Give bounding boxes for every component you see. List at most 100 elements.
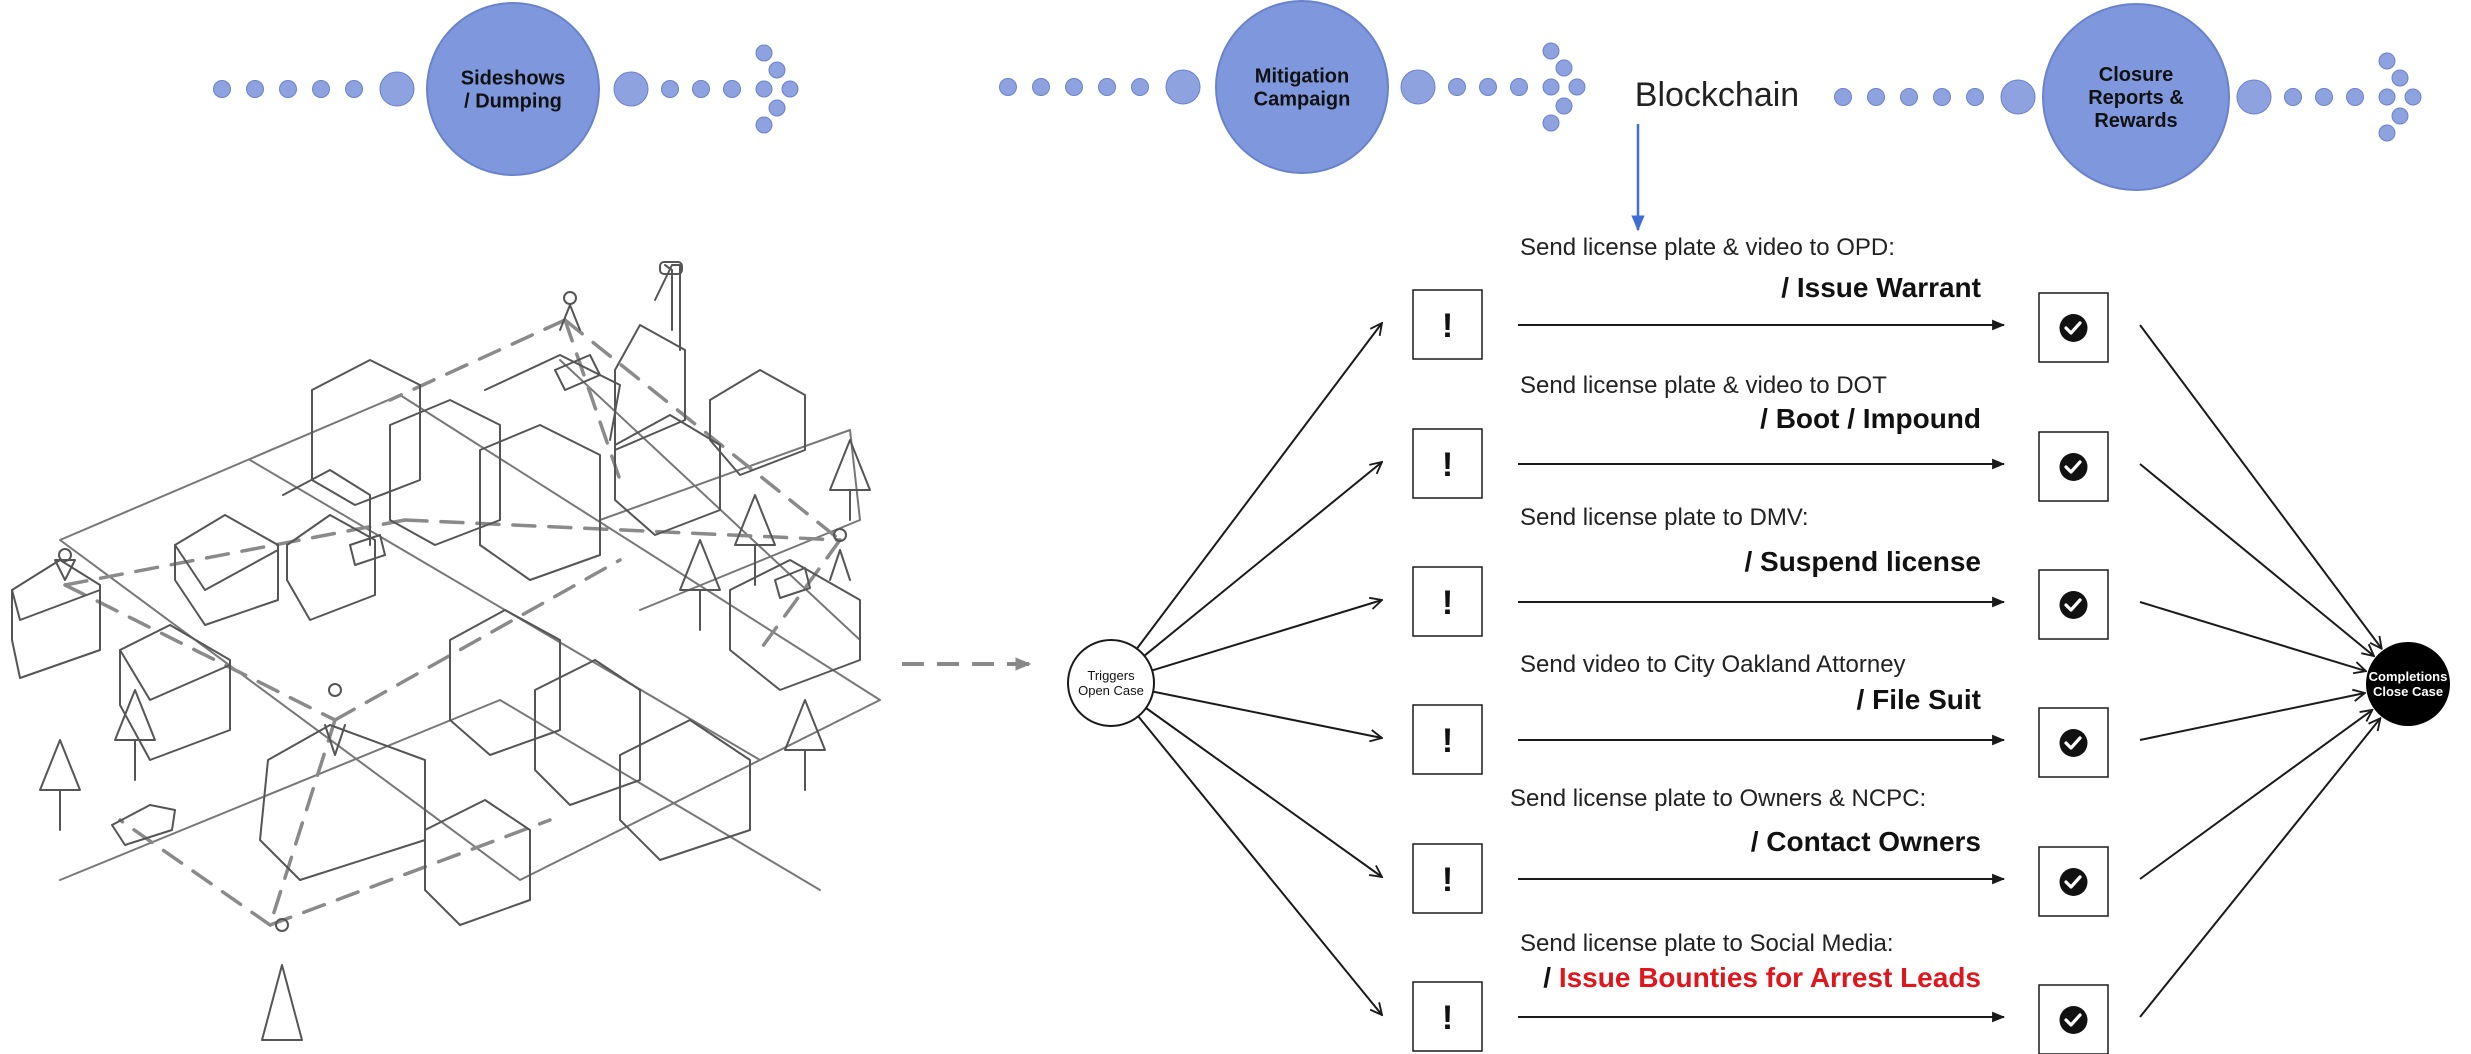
label-line: Rewards xyxy=(2094,110,2177,132)
progress-dot xyxy=(1032,78,1050,96)
progress-dot xyxy=(1933,88,1951,106)
branch-arrow xyxy=(1136,323,1382,650)
branch-arrow xyxy=(1143,462,1382,657)
progress-dot xyxy=(768,61,786,79)
stage-sideshows-dots-left xyxy=(213,71,415,107)
label-line: Sideshows xyxy=(461,68,565,90)
action-label: / Boot / Impound xyxy=(1760,403,1981,434)
stage-circle xyxy=(426,2,600,176)
stage-closure-dots-right xyxy=(2236,79,2364,115)
progress-dot xyxy=(1555,97,1573,115)
progress-dot xyxy=(2346,88,2364,106)
checkmark-circle-icon xyxy=(2059,453,2088,481)
flag-box xyxy=(1412,843,1483,914)
branch-arrow xyxy=(1145,707,1382,877)
merge-arrow xyxy=(2139,693,2365,741)
action-description: Send license plate & video to DOT xyxy=(1520,372,1887,399)
action-label: / Issue Bounties for Arrest Leads xyxy=(1543,962,1981,993)
car-sketch xyxy=(111,804,176,846)
label-line: Triggers xyxy=(1087,668,1135,683)
progress-dot xyxy=(2284,88,2302,106)
progress-dot xyxy=(1542,78,1560,96)
exclamation-icon: ! xyxy=(1442,307,1453,345)
progress-dot xyxy=(1542,42,1560,60)
progress-dot xyxy=(1448,78,1466,96)
flag-box xyxy=(1412,704,1483,775)
action-rows: ! Send license plate & video to OPD: / Iss… xyxy=(1136,234,2382,1054)
merge-arrow xyxy=(2139,601,2366,671)
progress-dot xyxy=(999,78,1017,96)
progress-dot xyxy=(1479,78,1497,96)
progress-dot xyxy=(1568,78,1586,96)
dot-chevron-arrow-icon xyxy=(755,44,799,134)
action-row: ! Send license plate & video to OPD: / Iss… xyxy=(1136,234,2382,650)
progress-dot xyxy=(1098,78,1116,96)
progress-dot xyxy=(2404,88,2422,106)
progress-dot xyxy=(246,80,264,98)
checkmark-circle-icon xyxy=(2059,314,2088,342)
stage-closure-dots-left xyxy=(1834,79,2036,115)
progress-dot xyxy=(661,80,679,98)
stage-sideshows-dots-right xyxy=(613,71,741,107)
action-description: Send license plate to Social Media: xyxy=(1520,930,1894,957)
stage-bar: Sideshows/ Dumping Mitigation xyxy=(213,0,2422,232)
stage-label: Sideshows/ Dumping xyxy=(461,68,565,113)
progress-dot xyxy=(2236,79,2272,115)
progress-dot xyxy=(2378,124,2396,142)
progress-dot xyxy=(1834,88,1852,106)
progress-dot xyxy=(279,80,297,98)
blockchain-label: Blockchain xyxy=(1635,76,1799,114)
label-line: Reports & xyxy=(2088,87,2184,109)
flag-box xyxy=(1412,428,1483,499)
label-line: Close Case xyxy=(2373,684,2443,699)
merge-arrow xyxy=(2139,463,2374,656)
action-label: / Suspend license xyxy=(1744,546,1981,577)
action-description: Send license plate & video to OPD: xyxy=(1520,234,1895,261)
stage-circle xyxy=(2042,3,2230,191)
exclamation-icon: ! xyxy=(1442,584,1453,622)
progress-dot xyxy=(1510,78,1528,96)
exclamation-icon: ! xyxy=(1442,722,1453,760)
dot-chevron-arrow-icon xyxy=(1542,42,1586,132)
branch-arrow xyxy=(1151,600,1382,672)
progress-dot xyxy=(1165,69,1201,105)
label-line: / Dumping xyxy=(464,91,562,113)
exclamation-icon: ! xyxy=(1442,999,1453,1037)
action-label: / Issue Warrant xyxy=(1781,272,1981,303)
merge-arrow xyxy=(2139,710,2372,880)
progress-dot xyxy=(1966,88,1984,106)
progress-dot xyxy=(1400,69,1436,105)
action-description: Send video to City Oakland Attorney xyxy=(1520,651,1906,678)
camera-sketch xyxy=(349,534,386,566)
branch-arrow xyxy=(1137,715,1382,1015)
dot-chevron-arrow-icon xyxy=(2378,52,2422,142)
action-prefix: / xyxy=(1543,962,1559,993)
exclamation-icon: ! xyxy=(1442,861,1453,899)
progress-dot xyxy=(613,71,649,107)
label-line: Mitigation xyxy=(1255,66,1349,88)
progress-dot xyxy=(755,44,773,62)
progress-dot xyxy=(755,116,773,134)
progress-dot xyxy=(692,80,710,98)
action-description: Send license plate to Owners & NCPC: xyxy=(1510,785,1926,812)
action-label: / Contact Owners xyxy=(1751,826,1981,857)
progress-dot xyxy=(755,80,773,98)
action-row: ! Send license plate & video to DOT / Boot… xyxy=(1143,372,2374,657)
exclamation-icon: ! xyxy=(1442,446,1453,484)
action-row: ! Send license plate to Social Media: / Is… xyxy=(1137,715,2380,1054)
progress-dot xyxy=(1065,78,1083,96)
camera-sketch xyxy=(554,354,601,391)
progress-dot xyxy=(768,99,786,117)
checkmark-circle-icon xyxy=(2059,1006,2088,1034)
stage-sideshows: Sideshows/ Dumping xyxy=(426,2,600,176)
progress-dot xyxy=(1131,78,1149,96)
action-description: Send license plate to DMV: xyxy=(1520,504,1809,531)
checkmark-circle-icon xyxy=(2059,591,2088,619)
